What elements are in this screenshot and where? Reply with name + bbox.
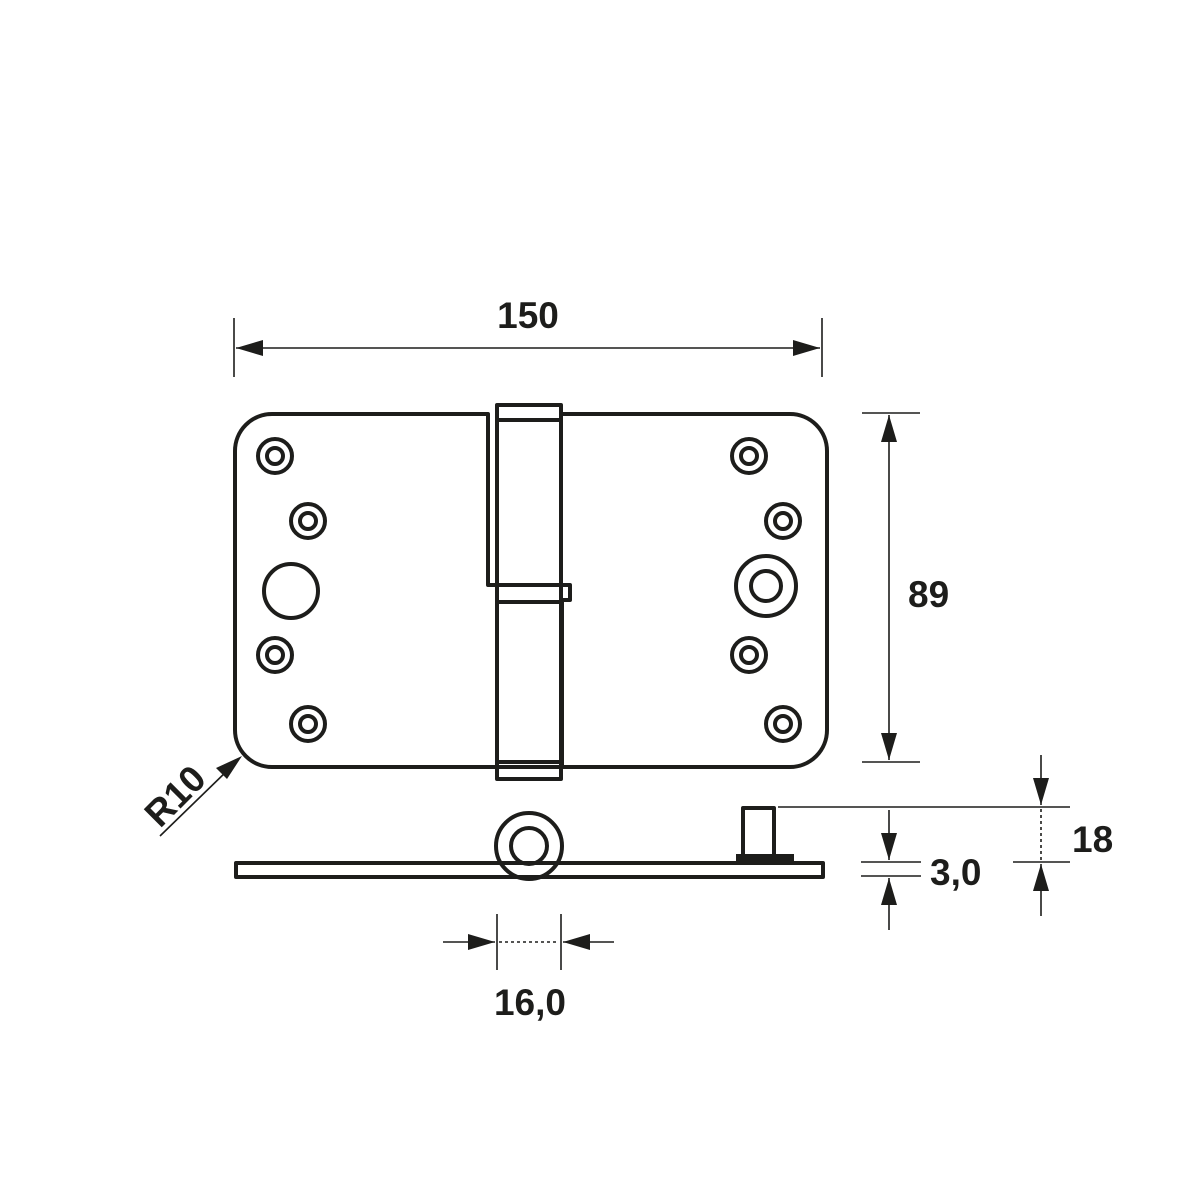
pin-hole — [734, 554, 798, 618]
radius-dimension: R10 — [137, 756, 242, 837]
knuckle-label: 16,0 — [494, 982, 566, 1023]
thickness-dimension: 3,0 — [861, 810, 981, 930]
arrow-head — [236, 340, 263, 356]
radius-label: R10 — [137, 758, 214, 835]
pin-stud-base — [736, 854, 794, 865]
arrow-head — [1033, 778, 1049, 805]
screw-hole — [764, 705, 802, 743]
thickness-label: 3,0 — [930, 852, 981, 893]
knuckle-dimension: 16,0 — [443, 914, 614, 1023]
arrow-head — [216, 756, 242, 779]
left-leaf-outline — [233, 412, 572, 769]
screw-hole — [764, 502, 802, 540]
large-hole — [262, 562, 320, 620]
screw-hole — [289, 705, 327, 743]
lower-knuckle — [495, 600, 563, 781]
arrow-head — [881, 833, 897, 860]
height-label: 89 — [908, 574, 949, 615]
screw-hole — [730, 437, 768, 475]
screw-hole — [256, 437, 294, 475]
screw-hole — [730, 636, 768, 674]
arrow-head — [881, 878, 897, 905]
arrow-head — [563, 934, 590, 950]
right-leaf-outline — [562, 412, 829, 769]
width-dimension: 150 — [233, 295, 823, 377]
arrow-head — [881, 415, 897, 442]
upper-knuckle — [495, 403, 563, 604]
hinge-side-view — [234, 806, 825, 881]
arrow-head — [881, 733, 897, 760]
arrow-head — [468, 934, 495, 950]
arrow-head — [1033, 864, 1049, 891]
height-dimension: 89 — [862, 412, 949, 763]
knuckle-profile-outer — [494, 811, 564, 881]
pin-height-label: 18 — [1072, 819, 1113, 860]
pin-stud — [741, 806, 776, 862]
hinge-front-view — [233, 403, 829, 781]
pin-height-dimension: 18 — [778, 755, 1113, 916]
arrow-head — [793, 340, 820, 356]
screw-hole — [289, 502, 327, 540]
width-label: 150 — [497, 295, 559, 336]
knuckle-profile-inner — [509, 826, 549, 866]
screw-hole — [256, 636, 294, 674]
